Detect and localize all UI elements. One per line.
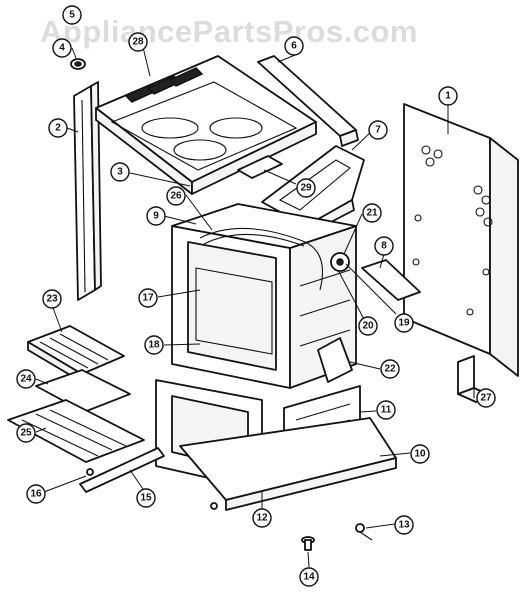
part-drawer-slide[interactable] xyxy=(79,447,165,493)
callout-20: 20 xyxy=(358,316,378,336)
callout-label: 19 xyxy=(398,318,410,329)
callout-label: 12 xyxy=(256,513,268,524)
callout-21: 21 xyxy=(362,203,382,223)
callout-26: 26 xyxy=(166,186,186,206)
callout-7: 7 xyxy=(368,120,388,140)
part-side-bracket[interactable] xyxy=(317,337,353,383)
callout-label: 18 xyxy=(148,340,160,351)
callout-label: 6 xyxy=(291,41,297,52)
callout-label: 17 xyxy=(142,293,154,304)
callout-17: 17 xyxy=(138,288,158,308)
callout-label: 25 xyxy=(20,428,32,439)
callout-label: 28 xyxy=(132,37,144,48)
callout-23: 23 xyxy=(42,289,62,309)
part-base[interactable] xyxy=(179,417,397,511)
part-back-panel[interactable] xyxy=(403,103,519,377)
watermark-text: AppliancePartsPros.com xyxy=(40,14,418,49)
callout-label: 9 xyxy=(153,211,159,222)
callout-18: 18 xyxy=(144,335,164,355)
part-main-top[interactable] xyxy=(95,55,317,195)
callout-2: 2 xyxy=(48,118,68,138)
part-side-panel-left[interactable] xyxy=(73,81,102,301)
callout-13: 13 xyxy=(394,515,414,535)
callout-4: 4 xyxy=(52,38,72,58)
callout-label: 23 xyxy=(46,294,58,305)
callout-25: 25 xyxy=(16,423,36,443)
leader-lines xyxy=(35,42,475,568)
callout-label: 14 xyxy=(303,572,315,583)
callout-label: 15 xyxy=(140,493,152,504)
callout-27: 27 xyxy=(476,388,496,408)
part-screw-13[interactable] xyxy=(355,523,373,541)
part-knob-screw[interactable] xyxy=(70,58,86,70)
callout-label: 22 xyxy=(384,364,396,375)
part-backguard[interactable] xyxy=(257,55,359,147)
callout-label: 8 xyxy=(381,241,387,252)
callout-12: 12 xyxy=(252,508,272,528)
callout-label: 5 xyxy=(69,10,75,21)
callout-9: 9 xyxy=(146,206,166,226)
callout-label: 27 xyxy=(480,393,492,404)
callout-label: 29 xyxy=(300,183,312,194)
callout-24: 24 xyxy=(16,369,36,389)
callout-29: 29 xyxy=(296,178,316,198)
callout-label: 1 xyxy=(445,91,451,102)
part-screw-small[interactable] xyxy=(210,502,218,510)
callout-label: 11 xyxy=(381,405,392,416)
part-oven-rack[interactable] xyxy=(7,399,145,463)
callout-22: 22 xyxy=(380,359,400,379)
callout-label: 13 xyxy=(398,520,410,531)
callout-5: 5 xyxy=(62,5,82,25)
callout-label: 10 xyxy=(414,449,426,460)
part-top-bracket[interactable] xyxy=(237,155,283,179)
callout-label: 2 xyxy=(55,123,61,134)
callout-14: 14 xyxy=(299,567,319,587)
callout-label: 4 xyxy=(59,43,65,54)
callout-label: 20 xyxy=(362,321,374,332)
callout-8: 8 xyxy=(374,236,394,256)
callout-label: 24 xyxy=(20,374,32,385)
part-leveling-leg[interactable] xyxy=(301,536,315,551)
callout-16: 16 xyxy=(26,484,46,504)
part-heat-shield[interactable] xyxy=(361,259,421,301)
callout-1: 1 xyxy=(438,86,458,106)
callout-label: 7 xyxy=(375,125,381,136)
callout-11: 11 xyxy=(376,400,396,420)
callout-label: 21 xyxy=(366,208,378,219)
callout-label: 26 xyxy=(170,191,182,202)
callout-label: 3 xyxy=(117,167,123,178)
callout-15: 15 xyxy=(136,488,156,508)
callout-label: 16 xyxy=(30,489,42,500)
callout-19: 19 xyxy=(394,313,414,333)
callout-28: 28 xyxy=(128,32,148,52)
callout-3: 3 xyxy=(110,162,130,182)
callout-6: 6 xyxy=(284,36,304,56)
callout-10: 10 xyxy=(410,444,430,464)
